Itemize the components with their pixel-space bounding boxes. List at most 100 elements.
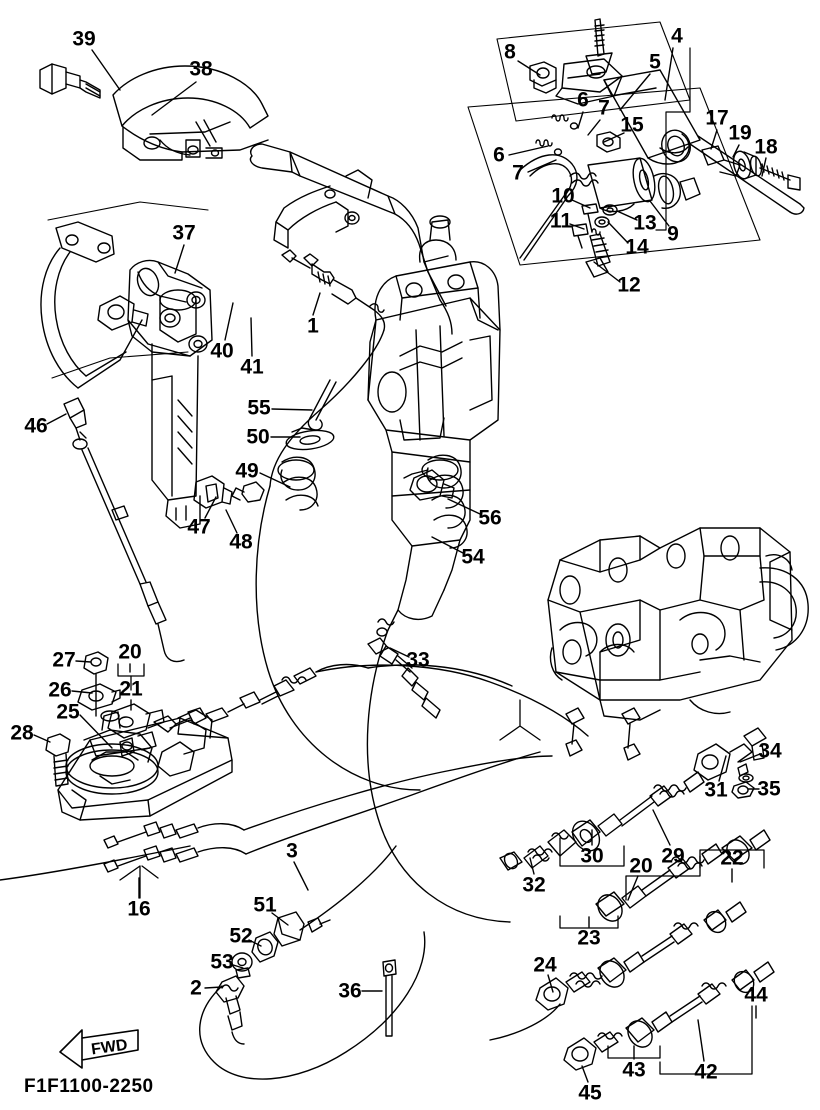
cable-end-30-32	[499, 771, 705, 871]
callout-50: 50	[246, 425, 270, 449]
cable-tie-36	[382, 959, 397, 1037]
routed-cable-j	[489, 1003, 561, 1041]
leader-line-27	[75, 660, 92, 663]
callout-40: 40	[210, 339, 234, 363]
leader-line-51	[271, 912, 289, 926]
cable-end-43-45	[563, 961, 775, 1071]
leader-line-56	[447, 498, 481, 515]
joint-21	[107, 703, 165, 739]
screw-11	[571, 223, 589, 249]
rod-55	[307, 379, 337, 431]
callout-1: 1	[307, 314, 319, 338]
leader-line-54	[431, 536, 464, 554]
callout-53: 53	[210, 950, 234, 974]
callout-13: 13	[633, 211, 657, 235]
leader-line-12	[593, 261, 621, 283]
washer-53	[231, 952, 253, 979]
leader-line-19	[732, 144, 740, 158]
washer-13	[602, 204, 618, 216]
callout-43: 43	[622, 1058, 646, 1082]
leader-box-46	[51, 351, 189, 379]
leader-line-8	[517, 60, 541, 76]
routed-cable-h	[299, 845, 397, 931]
engine-hose	[759, 567, 809, 651]
bracket-37	[97, 259, 213, 529]
leader-line-45	[581, 1065, 589, 1083]
leader-line-17	[710, 129, 718, 150]
callout-47: 47	[187, 515, 211, 539]
leader-line-53	[229, 963, 244, 969]
boot-54-assembly	[403, 454, 468, 549]
leader-line-24	[547, 974, 554, 993]
washer-50	[285, 427, 335, 451]
callout-36: 36	[338, 979, 362, 1003]
callout-48: 48	[229, 530, 253, 554]
leader-line-29	[652, 809, 671, 846]
leader-line-47	[204, 496, 217, 519]
diagram-part-number: F1F1100-2250	[24, 1076, 154, 1097]
callout-46: 46	[24, 414, 48, 438]
callout-23: 23	[577, 926, 601, 950]
nut-15	[596, 131, 621, 153]
leader-line-49	[259, 472, 291, 488]
callout-31: 31	[704, 778, 728, 802]
callout-17: 17	[705, 106, 729, 130]
washer-14	[594, 216, 610, 228]
bolt-48	[231, 481, 265, 503]
callout-20: 20	[118, 640, 142, 664]
callout-49: 49	[235, 459, 259, 483]
callout-27: 27	[52, 648, 76, 672]
callout-9: 9	[667, 222, 679, 246]
collar-assembly-9	[569, 157, 701, 213]
leader-line-2	[204, 986, 223, 989]
callout-34: 34	[758, 739, 782, 763]
leader-line-18	[761, 157, 767, 177]
leader-line-6	[577, 111, 584, 129]
callout-52: 52	[229, 924, 253, 948]
callout-5: 5	[649, 50, 661, 74]
callout-54: 54	[461, 545, 485, 569]
routed-cable-a	[255, 485, 421, 791]
fwd-text: FWD	[90, 1037, 128, 1059]
leader-line-11	[569, 223, 585, 230]
callout-30: 30	[580, 844, 604, 868]
leader-line-25	[79, 714, 113, 749]
cylinder-assembly-5	[555, 18, 805, 215]
routed-cable-b	[366, 629, 511, 923]
leader-line-1	[312, 292, 321, 316]
callout-7: 7	[598, 96, 610, 120]
leader-line-52	[248, 939, 262, 947]
steering-column	[367, 215, 501, 631]
leader-line-9	[649, 200, 670, 227]
bush-52	[251, 931, 279, 963]
routed-cable-d	[243, 755, 553, 831]
callout-37: 37	[172, 221, 196, 245]
leader-line-7	[587, 119, 601, 136]
spring-washer-group-6-7-upper	[551, 114, 579, 130]
leader-line-13	[616, 210, 638, 221]
callout-25: 25	[56, 700, 80, 724]
callout-44: 44	[744, 983, 768, 1007]
hose-bend-upper	[519, 154, 578, 261]
callout-55: 55	[247, 396, 271, 420]
leader-line-6	[508, 145, 549, 156]
leader-line-55	[271, 408, 313, 411]
callout-15: 15	[620, 113, 644, 137]
leader-line-42	[697, 1019, 705, 1062]
callout-11: 11	[549, 209, 573, 233]
routed-cable-g	[199, 931, 426, 1080]
leader-line-14	[607, 221, 629, 244]
engine-block	[547, 527, 793, 721]
fwd-direction-marker: FWD	[52, 1024, 162, 1070]
connector-33	[367, 618, 441, 719]
routed-cable-i	[0, 845, 191, 881]
callout-45: 45	[578, 1081, 602, 1105]
callout-28: 28	[10, 721, 34, 745]
leader-line-32	[529, 857, 535, 875]
upper-arm-bracket	[40, 221, 143, 389]
leader-line-33	[389, 647, 410, 658]
leader-line-41	[250, 317, 253, 357]
